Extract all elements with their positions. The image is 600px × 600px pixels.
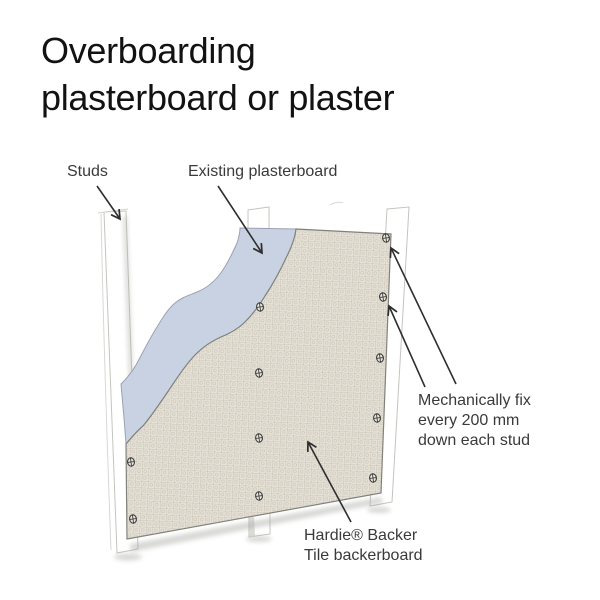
screw-icon: [255, 368, 263, 378]
stray-sketch-mark: [329, 201, 344, 206]
mechanical-fix-arrow-bottom: [389, 306, 426, 388]
screw-icon: [369, 473, 377, 483]
left-stud-foot-shadow: [114, 553, 142, 561]
screws-group: [127, 233, 390, 524]
label-hardie-backer: Hardie® Backer Tile backerboard: [304, 527, 423, 564]
screw-icon: [382, 233, 390, 243]
screw-icon: [129, 514, 137, 524]
screw-icon: [255, 491, 263, 501]
screw-icon: [373, 413, 381, 423]
left-stud-side-shadow: [123, 216, 133, 378]
left-stud-sketch-line: [100, 213, 112, 551]
page-title: Overboarding plasterboard or plaster: [41, 30, 395, 118]
screw-icon: [255, 433, 263, 443]
screw-icon: [376, 353, 384, 363]
screw-icon: [127, 457, 135, 467]
arrows-group: [96, 185, 457, 523]
backerboard-shape: [125, 228, 392, 540]
label-existing-plasterboard: Existing plasterboard: [188, 163, 338, 180]
label-studs: Studs: [67, 163, 108, 180]
label-mechanical-fix: Mechanically fix every 200 mm down each …: [418, 392, 531, 449]
studs-arrow: [96, 185, 120, 219]
mechanical-fix-arrow-top: [391, 248, 457, 385]
board-bottom-shadow: [130, 497, 383, 552]
shadows-group: [114, 216, 391, 561]
middle-stud-foot-shadow: [246, 536, 272, 542]
hardie-backer-arrow: [308, 442, 352, 523]
screw-icon: [379, 292, 387, 302]
right-stud-foot-shadow: [367, 507, 391, 513]
existing-plasterboard-arrow: [217, 185, 262, 253]
screw-icon: [256, 302, 264, 312]
